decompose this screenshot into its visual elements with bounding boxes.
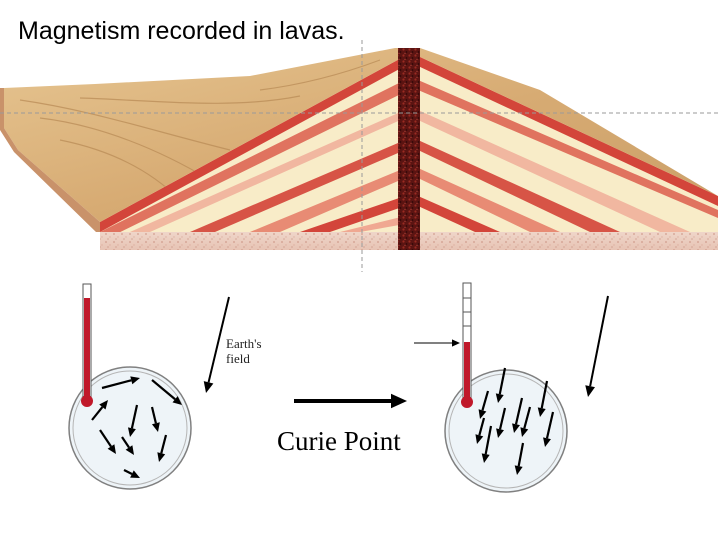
earths-field-arrow	[203, 296, 230, 393]
page-title: Magnetism recorded in lavas.	[18, 17, 345, 45]
domain-arrow-random	[99, 429, 116, 454]
domain-arrow-random	[150, 406, 160, 432]
domain-arrow-random	[151, 379, 182, 405]
cooling-transition-arrow	[294, 393, 407, 409]
domain-arrow-aligned	[496, 407, 507, 438]
curie-point-pointer	[414, 339, 460, 347]
domain-arrow-random	[157, 434, 168, 462]
thermometer-cooled	[461, 282, 473, 408]
domain-arrow-random	[101, 376, 140, 390]
earths-field-label-line2: field	[226, 351, 250, 366]
domain-arrow-aligned	[495, 367, 507, 403]
earths-field-label: Earth's field	[226, 336, 286, 366]
thermometer-ticks	[463, 297, 471, 327]
domain-arrow-random	[127, 404, 139, 437]
lava-layers-right	[418, 56, 718, 232]
thermometer-mercury-hot	[84, 298, 90, 400]
domain-arrow-aligned	[512, 397, 524, 433]
domain-arrow-random	[91, 400, 108, 421]
random-domain-arrows	[91, 376, 182, 478]
domain-arrow-aligned	[481, 425, 493, 463]
feeder-dike	[398, 48, 420, 250]
thermometer-bulb-cooled	[461, 396, 473, 408]
domain-arrow-aligned	[478, 390, 490, 419]
domain-arrow-aligned	[537, 380, 549, 417]
curie-pointer-arrow	[414, 339, 460, 347]
earths-field-arrow-right	[585, 295, 609, 397]
domain-arrow-random	[121, 436, 134, 455]
grain-cooled	[444, 369, 568, 493]
domain-arrow-random	[123, 469, 140, 478]
domain-arrow-aligned	[514, 442, 525, 475]
thermometer-bulb-hot	[81, 395, 93, 407]
aligned-domain-arrows	[475, 367, 555, 475]
earths-field-label-line1: Earth's	[226, 336, 262, 351]
field-arrow-left	[203, 296, 230, 393]
domain-arrow-aligned	[520, 406, 532, 437]
domain-arrow-aligned	[475, 417, 486, 444]
thermometer-mercury-cooled	[464, 342, 470, 401]
field-arrow-right	[585, 295, 609, 397]
volcano-block	[0, 40, 720, 272]
thermometer-hot	[81, 283, 93, 407]
domain-arrow-aligned	[543, 411, 555, 447]
curie-point-label: Curie Point	[277, 426, 401, 456]
transition-arrow	[294, 393, 407, 409]
block-left-edge	[0, 88, 100, 232]
grain-circle-cooled	[444, 369, 568, 493]
